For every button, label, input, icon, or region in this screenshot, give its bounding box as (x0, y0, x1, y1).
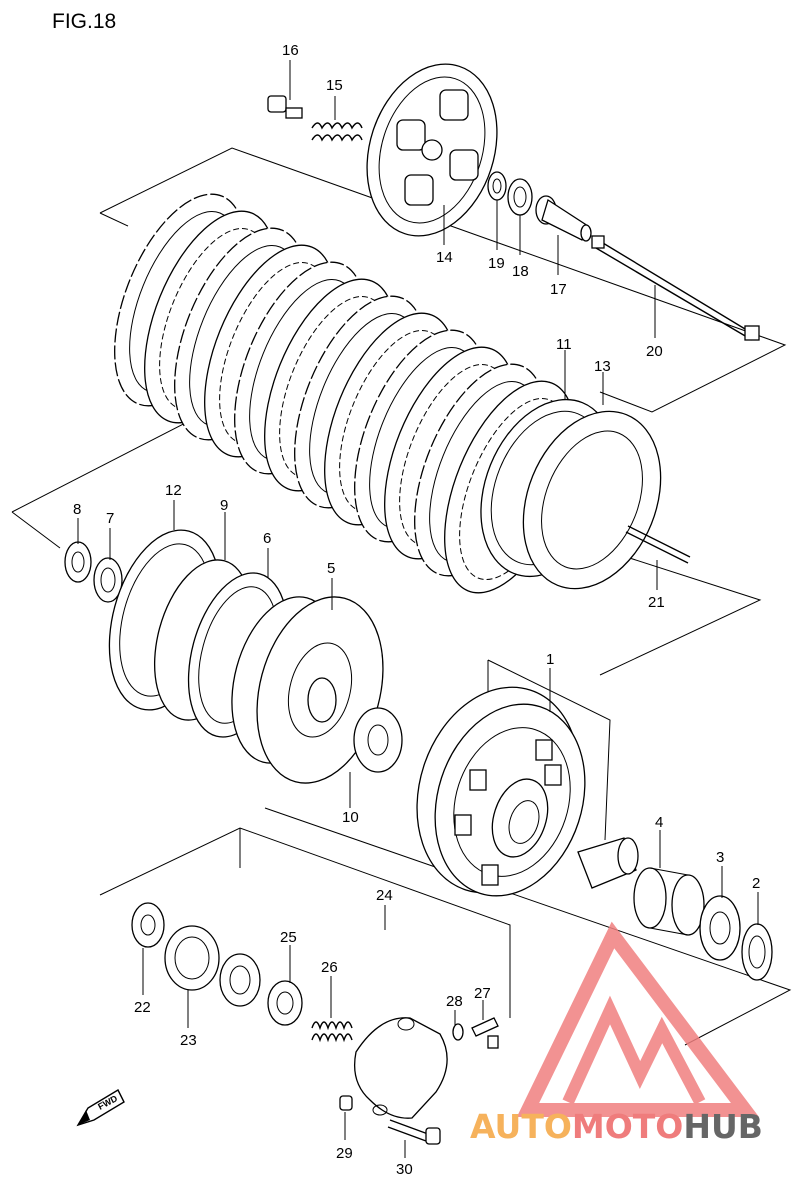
callout-19: 19 (488, 255, 505, 272)
callout-6: 6 (263, 530, 271, 547)
thrust-washer-10 (353, 707, 403, 773)
primary-driven-gear-assembly (416, 686, 586, 897)
spring-bolt (267, 95, 303, 119)
callout-9: 9 (220, 497, 228, 514)
bolt-30 (387, 1119, 441, 1145)
pressure-plate (366, 63, 498, 237)
callout-23: 23 (180, 1032, 197, 1049)
figure-title: FIG.18 (52, 10, 116, 33)
bearing-18 (507, 178, 533, 216)
callout-10: 10 (342, 809, 359, 826)
callout-30: 30 (396, 1161, 413, 1178)
clutch-sleeve-hub-5 (231, 596, 384, 784)
callout-29: 29 (336, 1145, 353, 1162)
callout-5: 5 (327, 560, 335, 577)
callout-numbers: 16 15 14 19 18 17 20 11 13 21 8 7 12 9 6… (73, 42, 760, 1178)
callout-24: 24 (376, 887, 393, 904)
callout-20: 20 (646, 343, 663, 360)
washer-19 (487, 171, 507, 201)
callout-21: 21 (648, 594, 665, 611)
needle-bearing-4 (633, 867, 705, 936)
callout-8: 8 (73, 501, 81, 518)
watermark-moto: MOTO (572, 1107, 683, 1146)
washer-28 (452, 1023, 464, 1041)
fwd-arrow-icon: FWD (76, 1089, 125, 1127)
push-rod-21 (625, 525, 691, 564)
callout-15: 15 (326, 77, 343, 94)
watermark-wordmark: AUTOMOTOHUB (470, 1107, 763, 1146)
callout-12: 12 (165, 482, 182, 499)
seal-25 (267, 980, 303, 1026)
watermark-logo-icon (516, 921, 760, 1117)
callout-7: 7 (106, 510, 114, 527)
callout-1: 1 (546, 651, 554, 668)
washer-2 (741, 923, 773, 981)
leader-lines (77, 60, 759, 1158)
push-rod-20 (591, 235, 760, 341)
bearing-23 (164, 925, 220, 991)
spacer-sleeve (577, 837, 639, 889)
release-group-frame (99, 827, 511, 1018)
clutch-spring (311, 122, 363, 142)
clutch-plates-group-frame (99, 147, 787, 413)
watermark-auto: AUTO (470, 1107, 572, 1146)
callout-17: 17 (550, 281, 567, 298)
dowel-pin-29 (339, 1095, 353, 1111)
release-piston (219, 953, 261, 1007)
release-cylinder-body (353, 1017, 448, 1119)
callout-25: 25 (280, 929, 297, 946)
callout-28: 28 (446, 993, 463, 1010)
callout-18: 18 (512, 263, 529, 280)
watermark-hub: HUB (683, 1107, 763, 1146)
washer-7 (93, 557, 123, 603)
callout-16: 16 (282, 42, 299, 59)
thrust-washer-3 (699, 895, 741, 961)
callout-2: 2 (752, 875, 760, 892)
spring-26 (311, 1021, 353, 1043)
callout-13: 13 (594, 358, 611, 375)
callout-22: 22 (134, 999, 151, 1016)
bleeder-valve-27 (471, 1017, 499, 1049)
nut-8 (64, 541, 92, 583)
driven-plate-13 (522, 410, 662, 590)
callout-27: 27 (474, 985, 491, 1002)
seal-22 (131, 902, 165, 948)
callout-4: 4 (655, 814, 663, 831)
callout-3: 3 (716, 849, 724, 866)
callout-26: 26 (321, 959, 338, 976)
callout-11: 11 (556, 336, 572, 353)
push-piece (535, 195, 592, 242)
callout-14: 14 (436, 249, 453, 266)
